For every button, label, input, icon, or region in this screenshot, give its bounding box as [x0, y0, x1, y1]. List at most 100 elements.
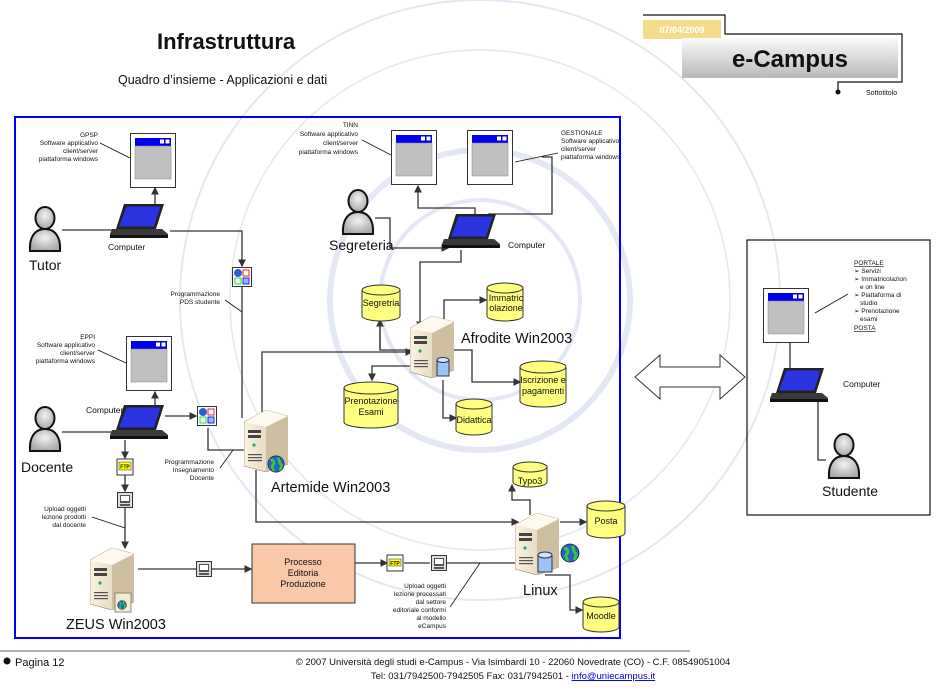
svg-text:GESTIONALE: GESTIONALE: [561, 130, 603, 137]
computer-label: Computer: [86, 405, 123, 415]
svg-text:FTP: FTP: [120, 465, 130, 471]
date-text: 07/04/2009: [659, 25, 704, 35]
insegnamento-app-icon: [197, 406, 217, 426]
ftp-icon: FTP: [116, 458, 134, 476]
artemide-globe-icon: [267, 455, 285, 473]
svg-text:FTP: FTP: [390, 561, 400, 567]
bullet-icon: [3, 657, 11, 665]
svg-text:Didattica: Didattica: [456, 415, 491, 425]
svg-text:studio: studio: [860, 300, 878, 307]
svg-text:EPPI: EPPI: [80, 334, 95, 341]
student-frame: [746, 239, 931, 516]
studente-user-icon: [827, 433, 861, 479]
svg-text:POSTA: POSTA: [854, 325, 876, 332]
svg-text:dal docente: dal docente: [52, 522, 86, 529]
svg-text:Upload oggetti: Upload oggetti: [44, 506, 86, 513]
svg-text:client/server: client/server: [323, 140, 359, 147]
gpsp-app-window-icon: [130, 133, 176, 188]
svg-text:Software applicativo: Software applicativo: [37, 342, 96, 349]
database-segretria: Segretria: [361, 284, 401, 322]
database-prenotazione-esami: Prenotazione Esami: [343, 381, 399, 429]
svg-text:client/server: client/server: [60, 350, 96, 357]
brand-box: [682, 38, 898, 78]
svg-text:Iscrizione e: Iscrizione e: [520, 375, 566, 385]
svg-text:PORTALE: PORTALE: [854, 260, 884, 267]
svg-text:Immatric: Immatric: [489, 293, 524, 303]
svg-text:pagamenti: pagamenti: [522, 386, 564, 396]
artemide-label: Artemide Win2003: [271, 480, 390, 496]
svg-text:piattaforma windows: piattaforma windows: [299, 149, 359, 156]
storage-disk-icon: [196, 561, 212, 577]
svg-text:Moodle: Moodle: [586, 611, 616, 621]
segreteria-laptop-icon: [442, 214, 500, 248]
svg-text:e on line: e on line: [860, 284, 885, 291]
segreteria-label: Segreteria: [329, 237, 394, 253]
svg-text:eCampus: eCampus: [418, 623, 447, 630]
svg-text:Software applicativo: Software applicativo: [561, 138, 620, 145]
main-infrastructure-frame: [14, 116, 621, 639]
svg-text:Prenotazione: Prenotazione: [344, 396, 397, 406]
svg-text:Insegnamento: Insegnamento: [173, 467, 215, 474]
footer-email-link[interactable]: info@uniecampus.it: [572, 671, 656, 682]
brand-subtitle: Sottotitolo: [866, 90, 897, 97]
svg-text:➢ Servizi: ➢ Servizi: [854, 268, 881, 275]
svg-text:Segretria: Segretria: [363, 298, 400, 308]
docente-user-icon: [28, 406, 62, 452]
svg-text:editoriale conformi: editoriale conformi: [393, 607, 446, 614]
tinn-app-window-icon: [391, 130, 437, 185]
svg-text:Docente: Docente: [190, 475, 215, 482]
linux-label: Linux: [523, 583, 558, 599]
svg-text:Posta: Posta: [594, 516, 617, 526]
zeus-globe-icon: [117, 600, 127, 610]
linux-globe-icon: [560, 543, 580, 563]
svg-text:dal settore: dal settore: [416, 599, 447, 606]
database-didattica: Didattica: [455, 398, 493, 436]
afrodite-db-icon: [436, 357, 450, 377]
storage-disk-icon: [431, 555, 447, 571]
portale-app-window-icon: [763, 288, 809, 343]
svg-text:Programmazione: Programmazione: [171, 291, 221, 298]
svg-text:esami: esami: [860, 316, 877, 323]
svg-text:Esami: Esami: [358, 407, 383, 417]
tinn-annotation: TINN Software applicativo client/server pi…: [299, 122, 359, 156]
pds-app-icon: [232, 267, 252, 287]
processo-editoria-box: Processo Editoria Produzione: [251, 543, 356, 604]
svg-text:GPSP: GPSP: [80, 132, 98, 139]
computer-label: Computer: [843, 379, 880, 389]
svg-text:olazione: olazione: [489, 303, 523, 313]
svg-text:Programmazione: Programmazione: [165, 459, 215, 466]
svg-text:Editoria: Editoria: [288, 568, 319, 578]
svg-text:piattaforma windows: piattaforma windows: [561, 154, 621, 161]
svg-text:➢ Prenotazione: ➢ Prenotazione: [854, 308, 900, 315]
portale-annotation: PORTALE ➢ Servizi ➢ Immatricolazion e on…: [854, 260, 907, 332]
page-title: Infrastruttura: [157, 29, 296, 54]
eppi-app-window-icon: [126, 336, 172, 391]
afrodite-label: Afrodite Win2003: [461, 331, 572, 347]
database-immatricolazione: Immatric olazione: [486, 282, 524, 322]
svg-text:Software applicativo: Software applicativo: [300, 131, 359, 138]
page-subtitle: Quadro d’insieme - Applicazioni e dati: [118, 73, 327, 87]
svg-text:piattaforma windows: piattaforma windows: [36, 358, 96, 365]
page-number: Pagina 12: [15, 657, 65, 669]
svg-text:piattaforma windows: piattaforma windows: [39, 156, 99, 163]
brand-frame-line: [643, 14, 903, 92]
svg-text:lezione prodotti: lezione prodotti: [42, 514, 86, 521]
ftp-icon: FTP: [386, 554, 404, 572]
database-posta: Posta: [586, 500, 626, 539]
svg-text:TINN: TINN: [343, 122, 358, 129]
storage-disk-icon: [117, 492, 133, 508]
svg-text:lezione processati: lezione processati: [394, 591, 446, 598]
gestionale-app-window-icon: [467, 130, 513, 185]
svg-text:➢ Piattaforma di: ➢ Piattaforma di: [854, 292, 901, 299]
studente-laptop-icon: [770, 368, 828, 402]
studente-label: Studente: [822, 483, 878, 499]
database-typo3: Typo3: [512, 461, 548, 488]
tutor-user-icon: [28, 206, 62, 252]
docente-label: Docente: [21, 459, 73, 475]
database-moodle: Moodle: [582, 596, 620, 633]
